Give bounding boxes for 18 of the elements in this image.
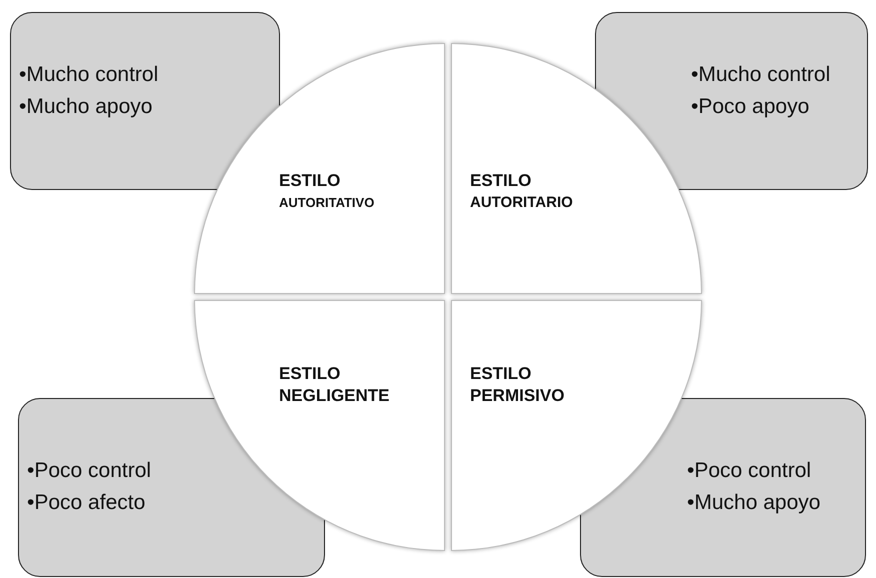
bullet-item: •Poco afecto [27,490,146,516]
style-label: AUTORITARIO [470,193,573,213]
bullet-item: •Mucho apoyo [19,94,154,120]
style-label: ESTILO [470,363,532,385]
rounded-box [10,12,280,190]
bullet-item: •Mucho control [691,62,830,88]
style-label: ESTILO [279,363,342,385]
style-label: AUTORITATIVO [279,194,374,212]
rounded-box [595,12,868,190]
bullet-item: •Poco apoyo [691,94,810,120]
bullet-item: •Mucho apoyo [687,490,820,516]
bullet-item: •Poco control [27,458,152,484]
style-label: ESTILO [470,170,532,192]
style-label: ESTILO [279,170,342,192]
bullet-item: •Mucho control [19,62,158,88]
bullet-item: •Poco control [687,458,812,484]
style-label: PERMISIVO [470,385,564,407]
style-label: NEGLIGENTE [279,385,390,407]
